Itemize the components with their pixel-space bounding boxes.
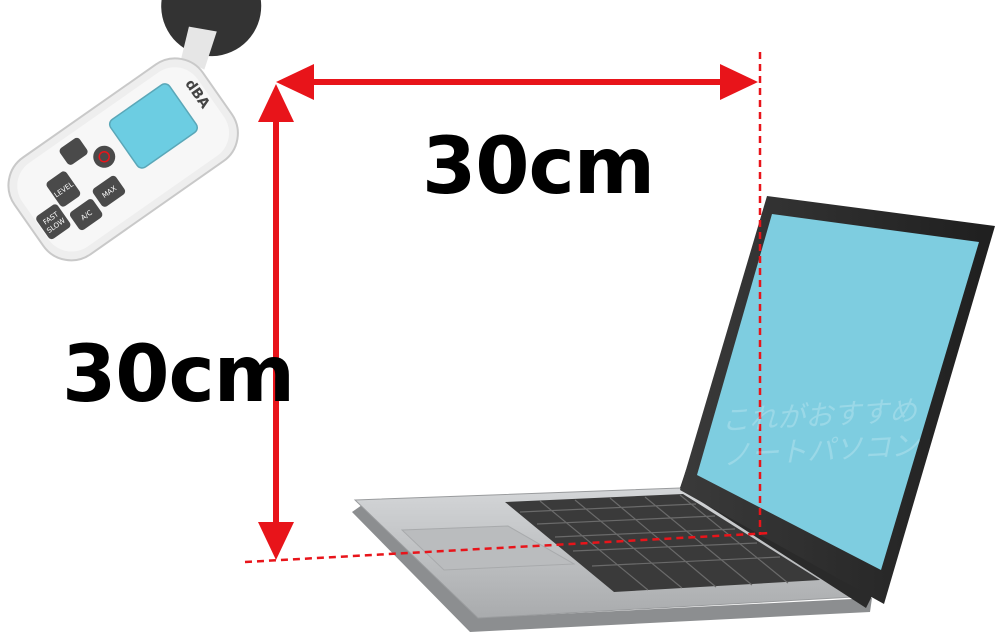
- dimension-guides: [244, 52, 771, 564]
- meter-button-ac: [69, 199, 103, 231]
- arrowhead-top: [258, 84, 294, 122]
- horizontal-arrow: [276, 64, 758, 100]
- power-button: [93, 145, 116, 168]
- keyboard: [505, 494, 820, 592]
- arrowhead-left: [276, 64, 314, 100]
- meter-display: [108, 83, 198, 169]
- arrowhead-bottom: [258, 522, 294, 560]
- arrowhead-right: [720, 64, 758, 100]
- watermark: これがおすすめ ノートパソコン: [720, 393, 919, 473]
- microphone-ball: [161, 0, 262, 57]
- vertical-arrow: [258, 84, 294, 560]
- keyboard-keys: [519, 494, 789, 591]
- meter-button-max: [92, 175, 126, 207]
- laptop-screen: [697, 214, 979, 570]
- horizontal-distance-label: 30cm: [422, 122, 655, 212]
- laptop: [352, 196, 995, 632]
- sound-level-meter: dBA LEVEL MAX A/C FAST SLOW: [7, 0, 262, 262]
- baseline-dashed: [244, 531, 771, 564]
- meter-button-level: [46, 171, 81, 207]
- vertical-distance-label: 30cm: [62, 330, 295, 420]
- meter-button-fast-slow: [36, 204, 71, 240]
- meter-neck: [181, 26, 217, 70]
- meter-button-up: [59, 137, 88, 165]
